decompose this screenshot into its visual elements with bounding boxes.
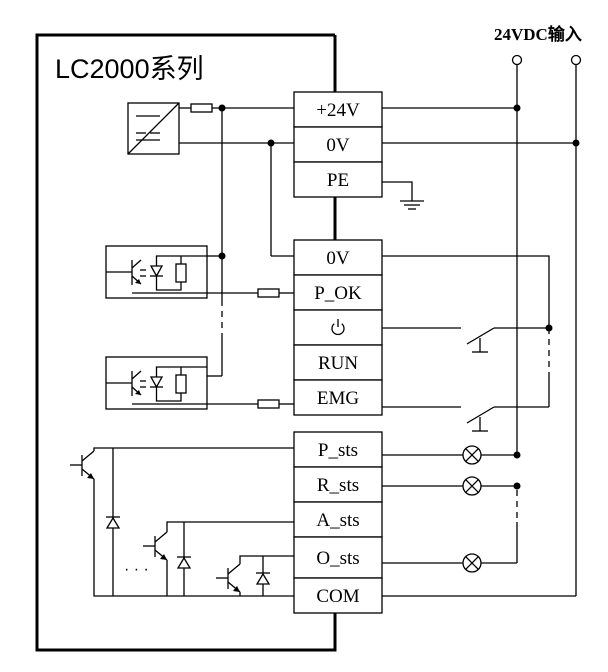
p-ok-resistor xyxy=(257,288,280,298)
power-terminal-block: +24V 0V PE xyxy=(293,91,383,198)
label-0v-power: 0V xyxy=(326,135,350,156)
terminal-0v-power[interactable] xyxy=(293,126,383,163)
label-emg: EMG xyxy=(317,388,360,409)
terminal-power-button[interactable] xyxy=(293,309,383,346)
label-a-sts: A_sts xyxy=(316,510,359,531)
emg-resistor xyxy=(257,399,280,409)
diode-icon xyxy=(105,516,121,529)
terminal-p-ok[interactable] xyxy=(293,274,383,311)
label-p-ok: P_OK xyxy=(314,283,362,304)
controller-outline xyxy=(35,33,337,652)
device-title: LC2000系列 xyxy=(55,54,204,84)
diode-icon xyxy=(176,556,192,569)
fuse xyxy=(190,103,213,113)
switch-icon[interactable] xyxy=(466,406,549,432)
dc-converter-icon xyxy=(127,102,180,155)
label-0v-input: 0V xyxy=(326,248,350,269)
transistor-icon xyxy=(70,450,95,480)
lamp-icon xyxy=(462,553,482,573)
terminal-emg[interactable] xyxy=(293,379,383,416)
terminal-0v-input[interactable] xyxy=(293,239,383,276)
wire-0v-switch-common xyxy=(382,255,550,328)
switch-icon[interactable] xyxy=(466,327,549,353)
label-com: COM xyxy=(316,586,359,607)
label-24v: +24V xyxy=(316,100,360,121)
terminal-pe[interactable] xyxy=(293,161,383,198)
terminal-a-sts[interactable] xyxy=(293,501,383,538)
label-run: RUN xyxy=(318,353,358,374)
ground-icon xyxy=(382,181,424,210)
label-pe: PE xyxy=(327,170,349,191)
terminal-run[interactable] xyxy=(293,344,383,381)
transistor-icon xyxy=(143,531,168,561)
lamp-icon xyxy=(462,445,482,465)
terminal-o-sts[interactable] xyxy=(293,536,383,579)
lamp-icon xyxy=(462,476,482,496)
label-r-sts: R_sts xyxy=(317,475,359,496)
diode-icon xyxy=(255,572,271,585)
ellipsis: · · · xyxy=(124,561,149,578)
power-icon xyxy=(331,319,345,336)
terminal-r-sts[interactable] xyxy=(293,466,383,503)
label-p-sts: P_sts xyxy=(318,440,358,461)
terminal-p-sts[interactable] xyxy=(293,431,383,468)
supply-minus-terminal[interactable] xyxy=(570,54,582,66)
optocoupler-icon xyxy=(105,245,208,299)
label-o-sts: O_sts xyxy=(316,548,359,569)
supply-label: 24VDC输入 xyxy=(494,24,582,44)
output-terminal-block: P_sts R_sts A_sts O_sts COM xyxy=(293,431,383,614)
input-terminal-block: 0V P_OK RUN EMG xyxy=(293,239,383,416)
optocoupler-icon xyxy=(105,356,208,410)
supply-plus-terminal[interactable] xyxy=(511,54,523,66)
transistor-icon xyxy=(216,563,241,593)
